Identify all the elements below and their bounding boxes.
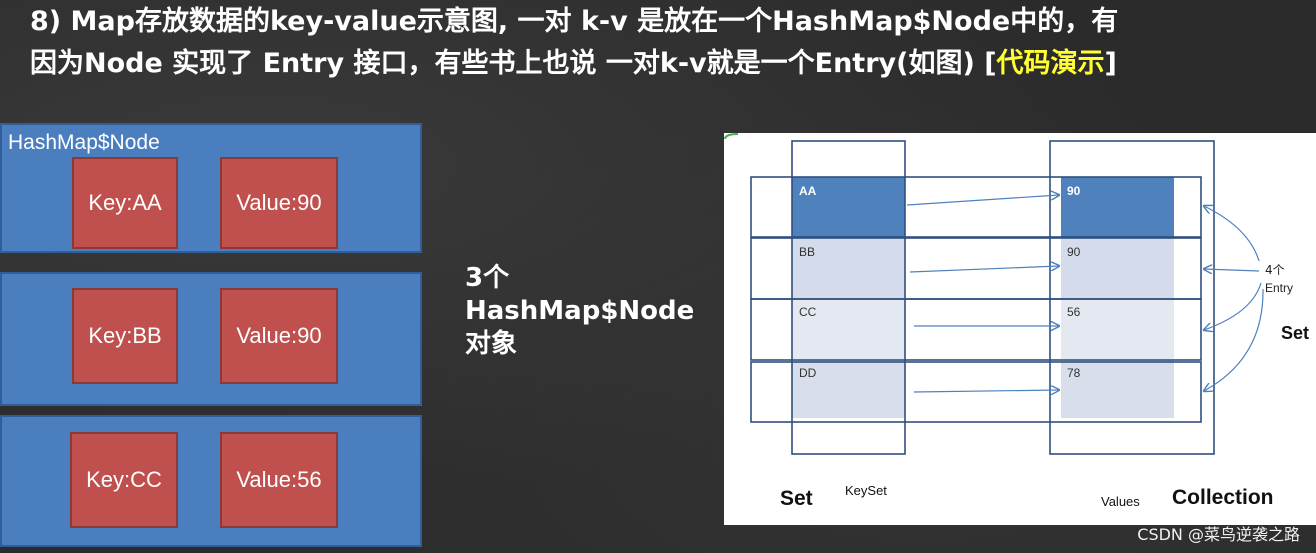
- mapping-arrow: [913, 390, 1059, 392]
- value-label: 78: [1067, 366, 1081, 380]
- mapping-arrow: [909, 266, 1059, 273]
- corner-accent: [724, 133, 738, 139]
- entry-count-label: 4个: [1265, 263, 1285, 277]
- value-label: 90: [1067, 245, 1081, 259]
- heading-line-2: 因为Node 实现了 Entry 接口，有些书上也说 一对k-v就是一个Entr…: [30, 46, 1117, 82]
- values-label: Values: [1101, 494, 1140, 509]
- set-label-bottom: Set: [780, 487, 813, 510]
- key-label: CC: [799, 305, 817, 319]
- keyset-column: [791, 140, 906, 455]
- key-box: Key:BB: [72, 288, 178, 384]
- entry-arrow: [1204, 288, 1264, 391]
- heading-line-1: 8) Map存放数据的key-value示意图, 一对 k-v 是放在一个Has…: [30, 6, 1119, 37]
- entry-arrow: [1204, 206, 1260, 262]
- key-box: Key:AA: [72, 157, 178, 249]
- node-count-line-1: 3个: [465, 263, 510, 293]
- value-box: Value:90: [220, 288, 338, 384]
- entry-row-3: [750, 298, 1202, 361]
- value-cell-2: [1061, 238, 1174, 298]
- values-column: [1049, 140, 1215, 455]
- csdn-watermark: CSDN @菜鸟逆袭之路: [1137, 525, 1300, 544]
- entry-diagram-panel: AA BB CC DD 90 90 56 78 4个 Entry Set Set…: [724, 133, 1316, 525]
- hashmap-node-2: Key:BB Value:90: [0, 272, 422, 406]
- key-cell-bb: [792, 238, 905, 298]
- node-count-label: 3个 HashMap$Node 对象: [465, 262, 694, 361]
- mapping-arrow: [906, 195, 1059, 206]
- key-box: Key:CC: [70, 432, 178, 528]
- set-label-right: Set: [1281, 323, 1309, 343]
- entry-row-1: [750, 176, 1202, 238]
- node-count-line-2: HashMap$Node: [465, 296, 695, 326]
- value-label: 56: [1067, 305, 1081, 319]
- value-box: Value:90: [220, 157, 338, 249]
- entry-arrow: [1204, 282, 1262, 330]
- entry-diagram: AA BB CC DD 90 90 56 78 4个 Entry Set Set…: [724, 133, 1309, 510]
- key-cell-dd: [792, 360, 905, 418]
- key-cell-cc: [792, 299, 905, 359]
- value-cell-1: [1061, 177, 1174, 237]
- value-label: 90: [1067, 184, 1081, 198]
- keyset-label: KeySet: [845, 483, 887, 498]
- key-cell-aa: [792, 177, 905, 237]
- collection-label: Collection: [1172, 486, 1274, 509]
- value-box: Value:56: [220, 432, 338, 528]
- key-label: BB: [799, 245, 815, 259]
- code-demo-highlight[interactable]: 代码演示: [996, 48, 1105, 79]
- entry-row-4: [750, 361, 1202, 423]
- entry-word-label: Entry: [1265, 281, 1293, 295]
- heading-line-2-close: ]: [1104, 48, 1117, 79]
- hashmap-node-1: HashMap$Node Key:AA Value:90: [0, 123, 422, 253]
- heading-line-2-text: 因为Node 实现了 Entry 接口，有些书上也说 一对k-v就是一个Entr…: [30, 48, 997, 79]
- node-title: HashMap$Node: [8, 131, 160, 154]
- key-label: DD: [799, 366, 817, 380]
- entry-arrow: [1204, 269, 1260, 271]
- key-label: AA: [799, 184, 817, 198]
- value-cell-4: [1061, 360, 1174, 418]
- node-count-line-3: 对象: [465, 329, 518, 359]
- value-cell-3: [1061, 299, 1174, 359]
- hashmap-node-3: Key:CC Value:56: [0, 415, 422, 547]
